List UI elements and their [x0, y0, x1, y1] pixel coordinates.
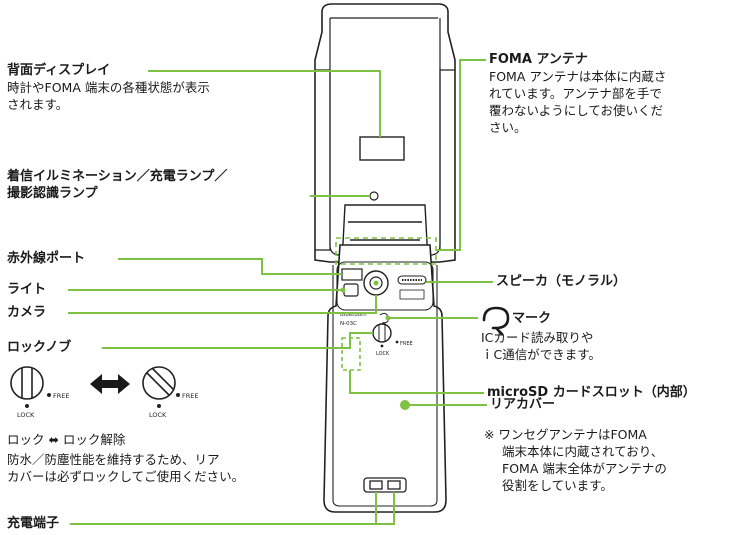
label-felica-desc-1: ICカード読み取りや: [481, 330, 594, 345]
label-oneseg-note-3: FOMA 端末全体がアンテナの: [502, 461, 667, 476]
label-felica-desc-2: ｉC通信ができます。: [481, 347, 601, 362]
label-back-display-desc-1: 時計やFOMA 端末の各種状態が表示: [7, 80, 210, 95]
lock-icon-unlocked: [142, 366, 176, 400]
felica-icon: [482, 306, 510, 336]
label-oneseg-note-1: ※ ワンセグアンテナはFOMA: [484, 427, 647, 442]
label-back-display: 背面ディスプレイ: [7, 63, 111, 78]
label-back-display-desc-2: されます。: [7, 97, 69, 112]
double-arrow-icon: [90, 374, 130, 394]
speaker-grille: [397, 275, 427, 285]
label-illumination-1: 着信イルミネーション／充電ランプ／: [7, 169, 228, 184]
label-foma-antenna-desc-4: さい。: [489, 120, 527, 135]
phone-lower-body: [323, 244, 447, 513]
label-oneseg-note-4: 役割をしています。: [502, 478, 613, 493]
label-lock-knob: ロックノブ: [7, 340, 72, 355]
label-camera: カメラ: [7, 305, 47, 320]
label-foma-antenna-desc-1: FOMA アンテナは本体に内蔵さ: [489, 69, 667, 84]
lock-dot-2: [157, 404, 161, 408]
label-waterproof-1: 防水／防塵性能を維持するため、リア: [7, 452, 220, 467]
light-shape: [343, 283, 359, 297]
free-text-1: FREE: [53, 392, 69, 400]
lock-dot-1: [25, 404, 29, 408]
label-light: ライト: [7, 282, 47, 297]
free-text-2: FREE: [182, 392, 198, 400]
phone-lock-text: LOCK: [376, 351, 390, 357]
label-felica-mark: マーク: [512, 311, 552, 326]
back-display-window: [359, 136, 405, 161]
callout-dots: [340, 280, 410, 410]
phone-bluetooth-text: Bluetooth: [340, 312, 367, 318]
callout-lines: [68, 59, 493, 525]
lock-icon-locked: [10, 366, 44, 400]
oneseg-logo: [399, 289, 425, 300]
label-lock-legend: ロック ⬌ ロック解除: [7, 432, 126, 447]
illumination-lamp-dot: [369, 191, 379, 201]
charge-terminal-shape: [363, 477, 407, 493]
label-foma-antenna-desc-2: れています。アンテナ部を手で: [489, 86, 662, 101]
label-oneseg-note-2: 端末本体に内蔵されており、: [502, 444, 664, 459]
label-rear-cover: リアカバー: [490, 397, 556, 412]
label-foma-antenna: FOMA アンテナ: [489, 52, 588, 67]
label-speaker: スピーカ（モノラル）: [496, 274, 627, 289]
ir-port-shape: [341, 268, 363, 281]
free-dot-1: [47, 393, 51, 397]
label-ir-port: 赤外線ポート: [7, 251, 86, 266]
phone-lower-details: [332, 261, 438, 507]
free-dot-2: [176, 393, 180, 397]
label-charge-terminal: 充電端子: [7, 516, 60, 531]
phone-free-text: FREE: [400, 341, 413, 347]
phone-model-text: N-03C: [340, 321, 357, 327]
label-waterproof-2: カバーは必ずロックしてご使用ください。: [7, 469, 245, 484]
lock-text-2: LOCK: [149, 411, 167, 419]
lock-knob-on-phone: [372, 323, 392, 343]
label-foma-antenna-desc-3: 覆わないようにしてお使いくだ: [489, 103, 664, 118]
label-illumination-2: 撮影認識ランプ: [7, 186, 98, 201]
lock-text-1: LOCK: [17, 411, 35, 419]
phone-upper-body: [314, 3, 456, 263]
label-microsd: microSD カードスロット（内部）: [487, 385, 696, 400]
